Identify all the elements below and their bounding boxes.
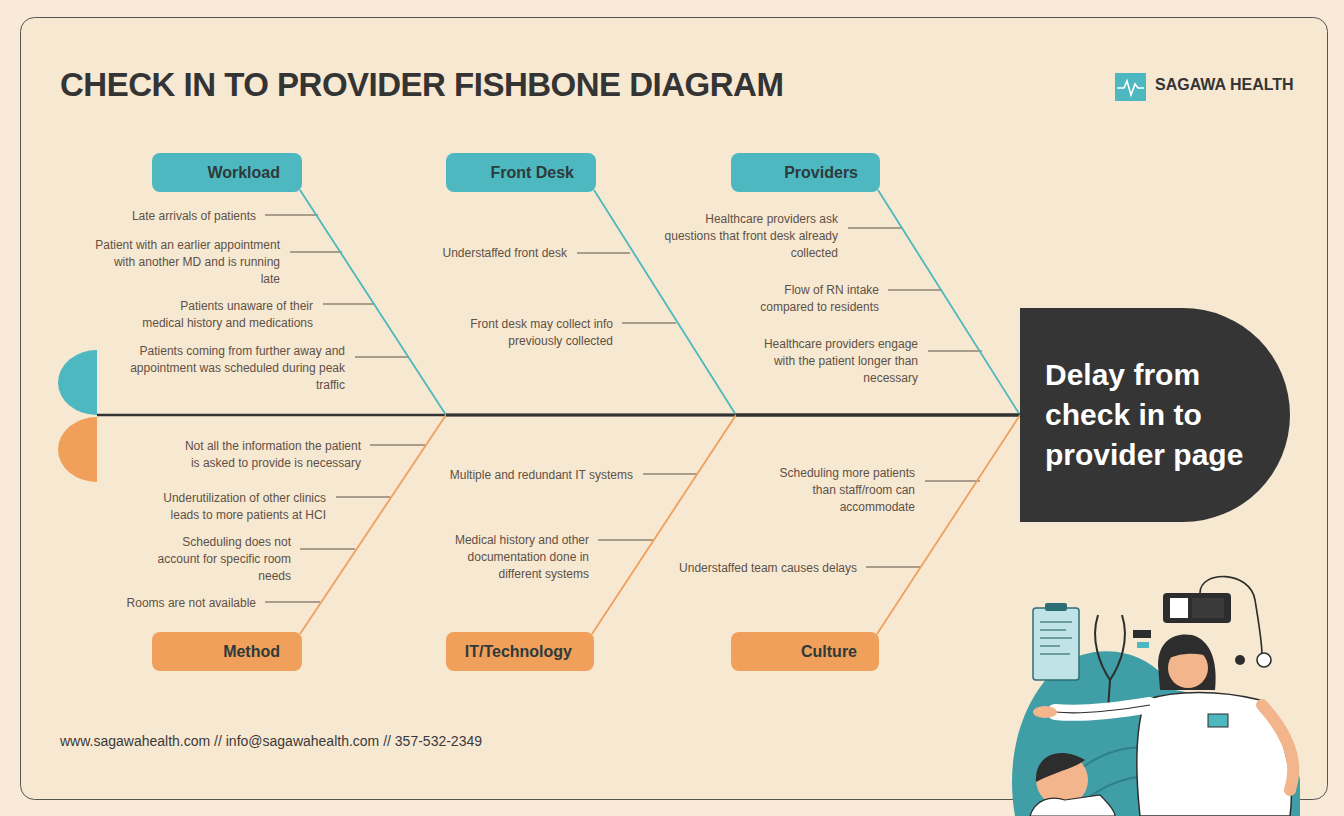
category-box: Front Desk [446,153,596,192]
fishbone-bone [594,190,1020,415]
cause-label: Not all the information the patient is a… [183,438,361,472]
cause-label: Underutilization of other clinics leads … [161,490,326,524]
category-box: Providers [731,153,880,192]
spine [97,414,1022,417]
cause-label: Flow of RN intake compared to residents [759,282,879,316]
cause-label: Healthcare providers ask questions that … [656,211,838,262]
fishbone-bone [300,415,1020,634]
category-label: Workload [207,164,280,182]
cause-label: Patient with an earlier appointment with… [95,237,280,288]
cause-label: Understaffed front desk [427,245,567,262]
cause-label: Multiple and redundant IT systems [443,467,633,484]
cause-label: Late arrivals of patients [116,208,256,225]
diagram-title: CHECK IN TO PROVIDER FISHBONE DIAGRAM [60,66,783,104]
cause-label: Patients unaware of their medical histor… [138,298,313,332]
footer-contact: www.sagawahealth.com // info@sagawahealt… [60,733,482,749]
category-label: Method [223,643,280,661]
logo-mark [1115,73,1146,101]
tail-fin-bottom [58,417,97,482]
category-box: Workload [152,153,302,192]
leader-lines [265,215,982,602]
cause-label: Rooms are not available [116,595,256,612]
category-label: Front Desk [490,164,574,182]
cause-label: Scheduling more patients than staff/room… [753,465,915,516]
cause-label: Scheduling does not account for specific… [139,534,291,585]
cause-label: Healthcare providers engage with the pat… [740,336,918,387]
category-label: Culture [801,643,857,661]
doctor-illustration [1012,577,1300,816]
logo-pulse [1117,81,1144,95]
fishbone-bone [300,190,1020,415]
category-label: IT/Technology [465,643,572,661]
cause-label: Patients coming from further away and ap… [105,343,345,394]
fishbone-bone [877,415,1020,634]
brand-name: SAGAWA HEALTH [1155,76,1294,94]
category-box: IT/Technology [446,632,594,671]
category-box: Method [152,632,302,671]
category-label: Providers [784,164,858,182]
tail-fin-top [58,350,97,415]
effect-box: Delay from check in to provider page [1020,308,1290,522]
cause-label: Front desk may collect info previously c… [468,316,613,350]
cause-label: Medical history and other documentation … [449,532,589,583]
cause-label: Understaffed team causes delays [667,560,857,577]
fishbone-bone [592,415,1020,634]
effect-text: Delay from check in to provider page [1045,355,1260,475]
category-box: Culture [731,632,879,671]
